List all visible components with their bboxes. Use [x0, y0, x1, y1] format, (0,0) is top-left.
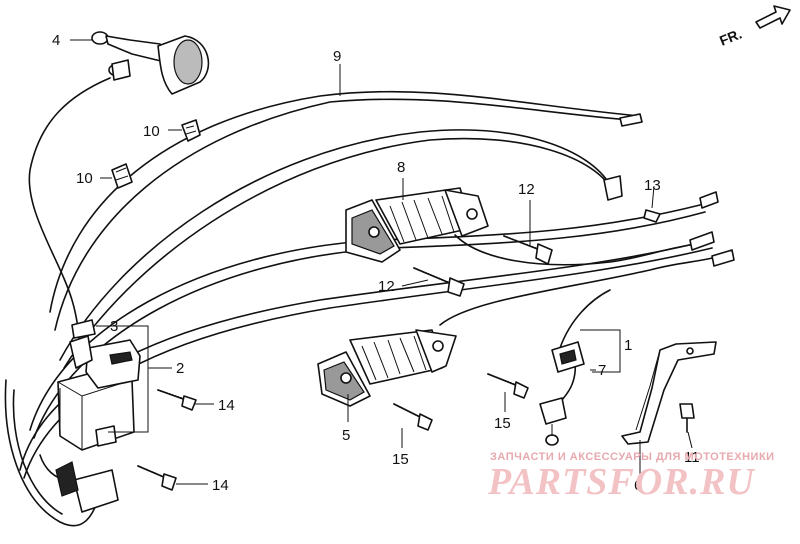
front-label: FR.	[717, 25, 744, 48]
callout-2: 2	[176, 360, 184, 377]
callout-10-lower: 10	[76, 170, 93, 187]
bolt-14-lower	[137, 465, 177, 491]
harness-connector	[539, 341, 585, 446]
front-arrow-icon	[755, 5, 791, 29]
callout-10-upper: 10	[143, 123, 160, 140]
bolt-12-lower	[413, 267, 465, 297]
coil-connector	[55, 461, 119, 513]
callout-3: 3	[110, 318, 118, 335]
bolt-15-right	[487, 373, 529, 399]
front-direction-indicator: FR.	[717, 5, 791, 49]
callout-14-upper: 14	[218, 397, 235, 414]
callout-1: 1	[624, 337, 632, 354]
callout-5: 5	[342, 427, 350, 444]
bolt-11	[679, 403, 695, 433]
bolt-15-left	[393, 403, 433, 431]
callout-12-lower: 12	[378, 278, 395, 295]
callout-9: 9	[333, 48, 341, 65]
callout-15-right: 15	[494, 415, 511, 432]
callout-4: 4	[52, 32, 60, 49]
callout-13: 13	[644, 177, 661, 194]
callout-8: 8	[397, 159, 405, 176]
watermark: ЗАПЧАСТИ И АКСЕССУАРЫ ДЛЯ МОТОТЕХНИКИ PA…	[487, 451, 775, 503]
exciter-coil-lower	[317, 329, 457, 407]
callout-11: 11	[684, 449, 700, 466]
spark-plug-lead	[28, 77, 111, 361]
wire-clip-upper	[181, 119, 201, 142]
callout-15-left: 15	[392, 451, 409, 468]
wire-terminals	[603, 113, 735, 267]
bolt-13	[643, 209, 661, 223]
bolt-12-upper	[503, 235, 553, 265]
watermark-brand: PARTSFOR.RU	[487, 461, 756, 503]
exciter-coil-upper	[345, 187, 489, 263]
callout-14-lower: 14	[212, 477, 229, 494]
callout-7: 7	[598, 362, 606, 379]
callout-labels: 4 9 10 10 8 12 12 13 3 2 1 7 14 14 5 15 …	[52, 32, 700, 494]
bolt-14-upper	[157, 389, 197, 411]
callout-leaders	[70, 39, 693, 485]
wire-clip-lower	[111, 163, 133, 189]
mounting-bracket	[621, 341, 717, 445]
watermark-tagline: ЗАПЧАСТИ И АКСЕССУАРЫ ДЛЯ МОТОТЕХНИКИ	[490, 451, 775, 463]
spark-plug-cap	[91, 31, 210, 95]
callout-6: 6	[634, 477, 642, 494]
callout-12-upper: 12	[518, 181, 535, 198]
ignition-coil	[57, 319, 141, 451]
